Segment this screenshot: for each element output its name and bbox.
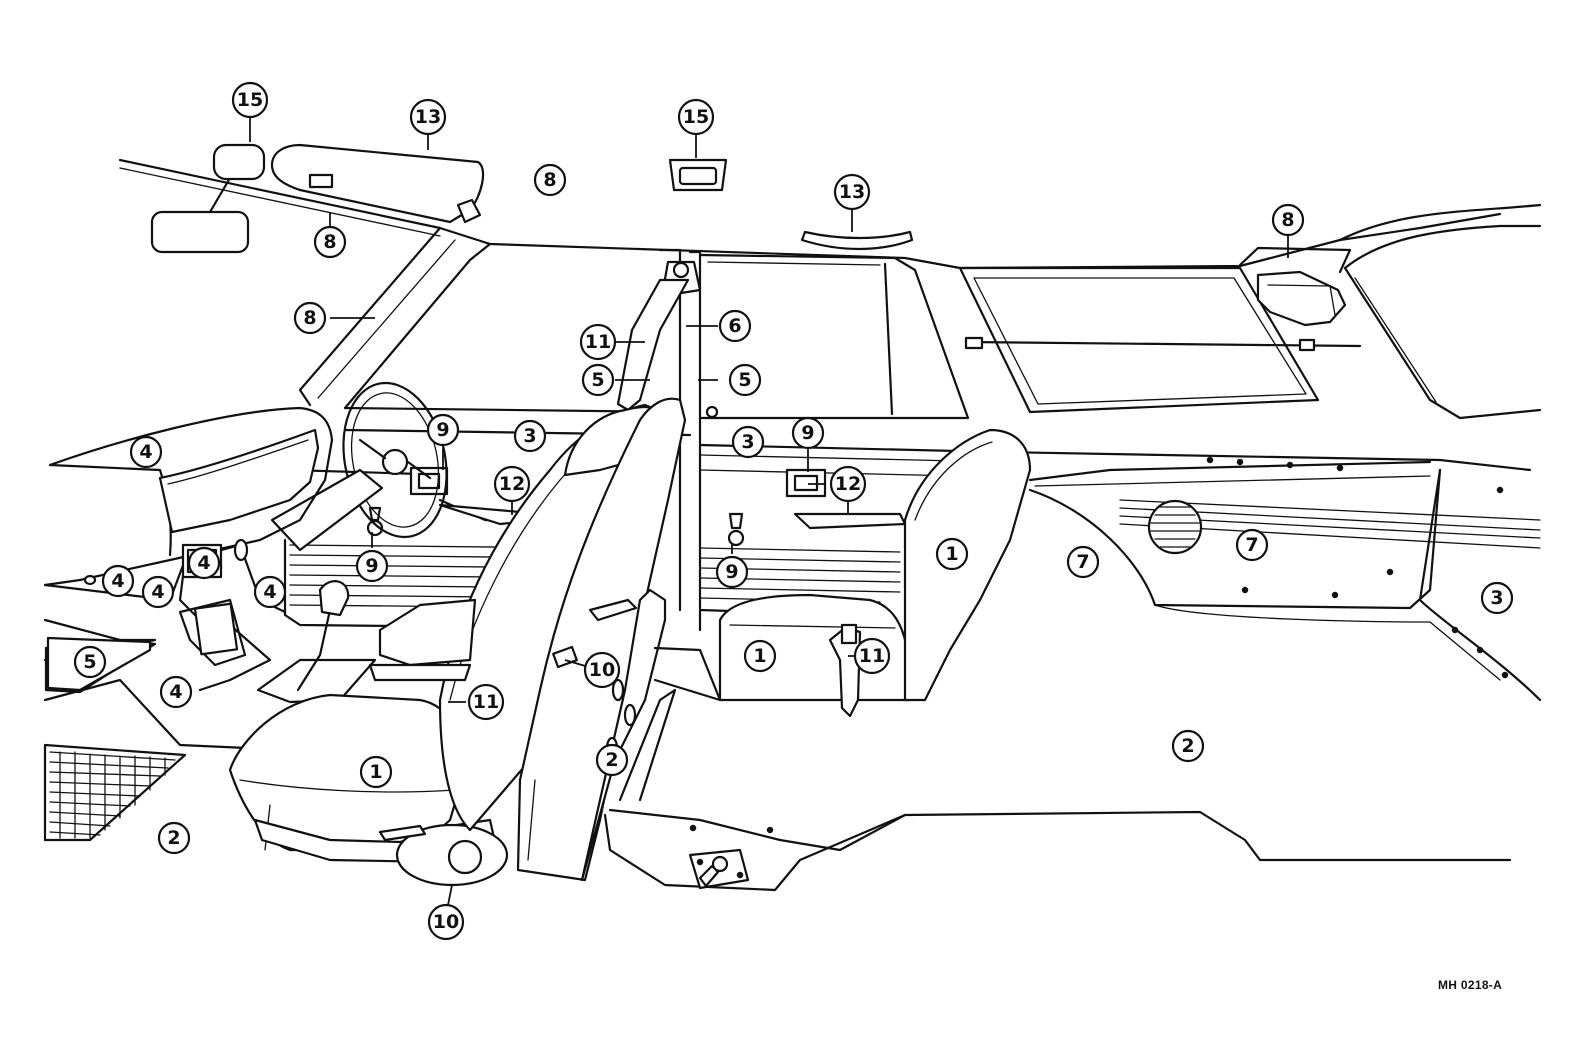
callout-label: 1 — [945, 543, 958, 565]
callout-label: 15 — [237, 89, 263, 111]
front-seat-right — [516, 397, 687, 882]
callout-label: 12 — [499, 473, 525, 495]
callout-13: 13 — [833, 173, 871, 211]
callout-label: 7 — [1076, 551, 1089, 573]
car-interior-line-art — [43, 143, 1542, 892]
callout-label: 7 — [1245, 534, 1258, 556]
drawing-code: MH 0218-A — [1438, 978, 1503, 992]
rear-room-lamp — [668, 158, 728, 192]
callout-1: 1 — [743, 639, 777, 673]
callout-label: 3 — [741, 431, 754, 453]
callout-7: 7 — [1066, 545, 1100, 579]
callout-3: 3 — [513, 419, 547, 453]
callout-label: 4 — [151, 581, 164, 603]
callout-7: 7 — [1235, 528, 1269, 562]
callout-8: 8 — [533, 163, 567, 197]
callout-label: 9 — [725, 561, 738, 583]
floor-mat — [43, 743, 187, 842]
callout-label: 2 — [605, 749, 618, 771]
callout-label: 5 — [591, 369, 604, 391]
callout-label: 6 — [728, 315, 741, 337]
callout-label: 12 — [835, 473, 861, 495]
callout-label: 1 — [369, 761, 382, 783]
callout-label: 2 — [1181, 735, 1194, 757]
callout-1: 1 — [935, 537, 969, 571]
callout-12: 12 — [829, 465, 867, 503]
callout-11: 11 — [467, 683, 505, 721]
callout-label: 8 — [1281, 209, 1294, 231]
callout-4: 4 — [141, 575, 175, 609]
steering-wheel — [270, 381, 448, 552]
callout-label: 11 — [585, 331, 611, 353]
callout-13: 13 — [409, 98, 447, 136]
callout-8: 8 — [313, 225, 347, 259]
callout-label: 10 — [589, 659, 615, 681]
callout-2: 2 — [1171, 729, 1205, 763]
callout-4: 4 — [187, 546, 221, 580]
rear-seat — [718, 428, 1032, 718]
callout-label: 2 — [167, 827, 180, 849]
callout-label: 4 — [139, 441, 152, 463]
callout-11: 11 — [853, 637, 891, 675]
callout-8: 8 — [293, 301, 327, 335]
callout-10: 10 — [583, 651, 621, 689]
rear-view-mirror — [150, 176, 250, 254]
callout-12: 12 — [493, 465, 531, 503]
callout-15: 15 — [231, 81, 269, 119]
callout-3: 3 — [1480, 581, 1514, 615]
callout-15: 15 — [677, 98, 715, 136]
front-room-lamp — [212, 143, 266, 181]
callout-label: 10 — [433, 911, 459, 933]
screw-dots — [1206, 456, 1509, 679]
callout-label: 4 — [111, 570, 124, 592]
callout-label: 4 — [197, 552, 210, 574]
callout-label: 5 — [738, 369, 751, 391]
callout-4: 4 — [159, 675, 193, 709]
callout-9: 9 — [791, 416, 825, 450]
callout-label: 3 — [1490, 587, 1503, 609]
callouts: 15 15 13 13 8 8 8 8 — [73, 81, 1514, 941]
callout-10: 10 — [427, 903, 465, 941]
callout-11: 11 — [579, 323, 617, 361]
callout-5: 5 — [728, 363, 762, 397]
callout-label: 15 — [683, 106, 709, 128]
callout-1: 1 — [359, 755, 393, 789]
callout-4: 4 — [253, 575, 287, 609]
callout-label: 9 — [801, 422, 814, 444]
callout-9: 9 — [715, 555, 749, 589]
front-sun-visor — [270, 143, 485, 224]
callout-5: 5 — [73, 645, 107, 679]
callout-9: 9 — [355, 549, 389, 583]
rear-assist-grip — [800, 230, 914, 251]
callout-label: 5 — [83, 651, 96, 673]
callout-label: 4 — [263, 581, 276, 603]
callout-label: 8 — [543, 169, 556, 191]
callout-label: 8 — [323, 231, 336, 253]
callout-label: 8 — [303, 307, 316, 329]
callout-6: 6 — [718, 309, 752, 343]
callout-label: 13 — [415, 106, 441, 128]
callout-2: 2 — [595, 743, 629, 777]
callout-label: 1 — [753, 645, 766, 667]
callout-3: 3 — [731, 425, 765, 459]
callout-label: 13 — [839, 181, 865, 203]
callout-label: 11 — [859, 645, 885, 667]
callout-2: 2 — [157, 821, 191, 855]
callout-label: 3 — [523, 425, 536, 447]
callout-label: 9 — [436, 419, 449, 441]
callout-4: 4 — [101, 564, 135, 598]
callout-8: 8 — [1271, 203, 1305, 237]
callout-label: 11 — [473, 691, 499, 713]
callout-4: 4 — [129, 435, 163, 469]
callout-label: 4 — [169, 681, 182, 703]
speaker-grille — [1147, 499, 1203, 555]
shift-lever — [256, 580, 377, 704]
rear-latch — [688, 824, 774, 890]
callout-label: 9 — [365, 555, 378, 577]
callout-9: 9 — [426, 413, 460, 447]
callout-5: 5 — [581, 363, 615, 397]
